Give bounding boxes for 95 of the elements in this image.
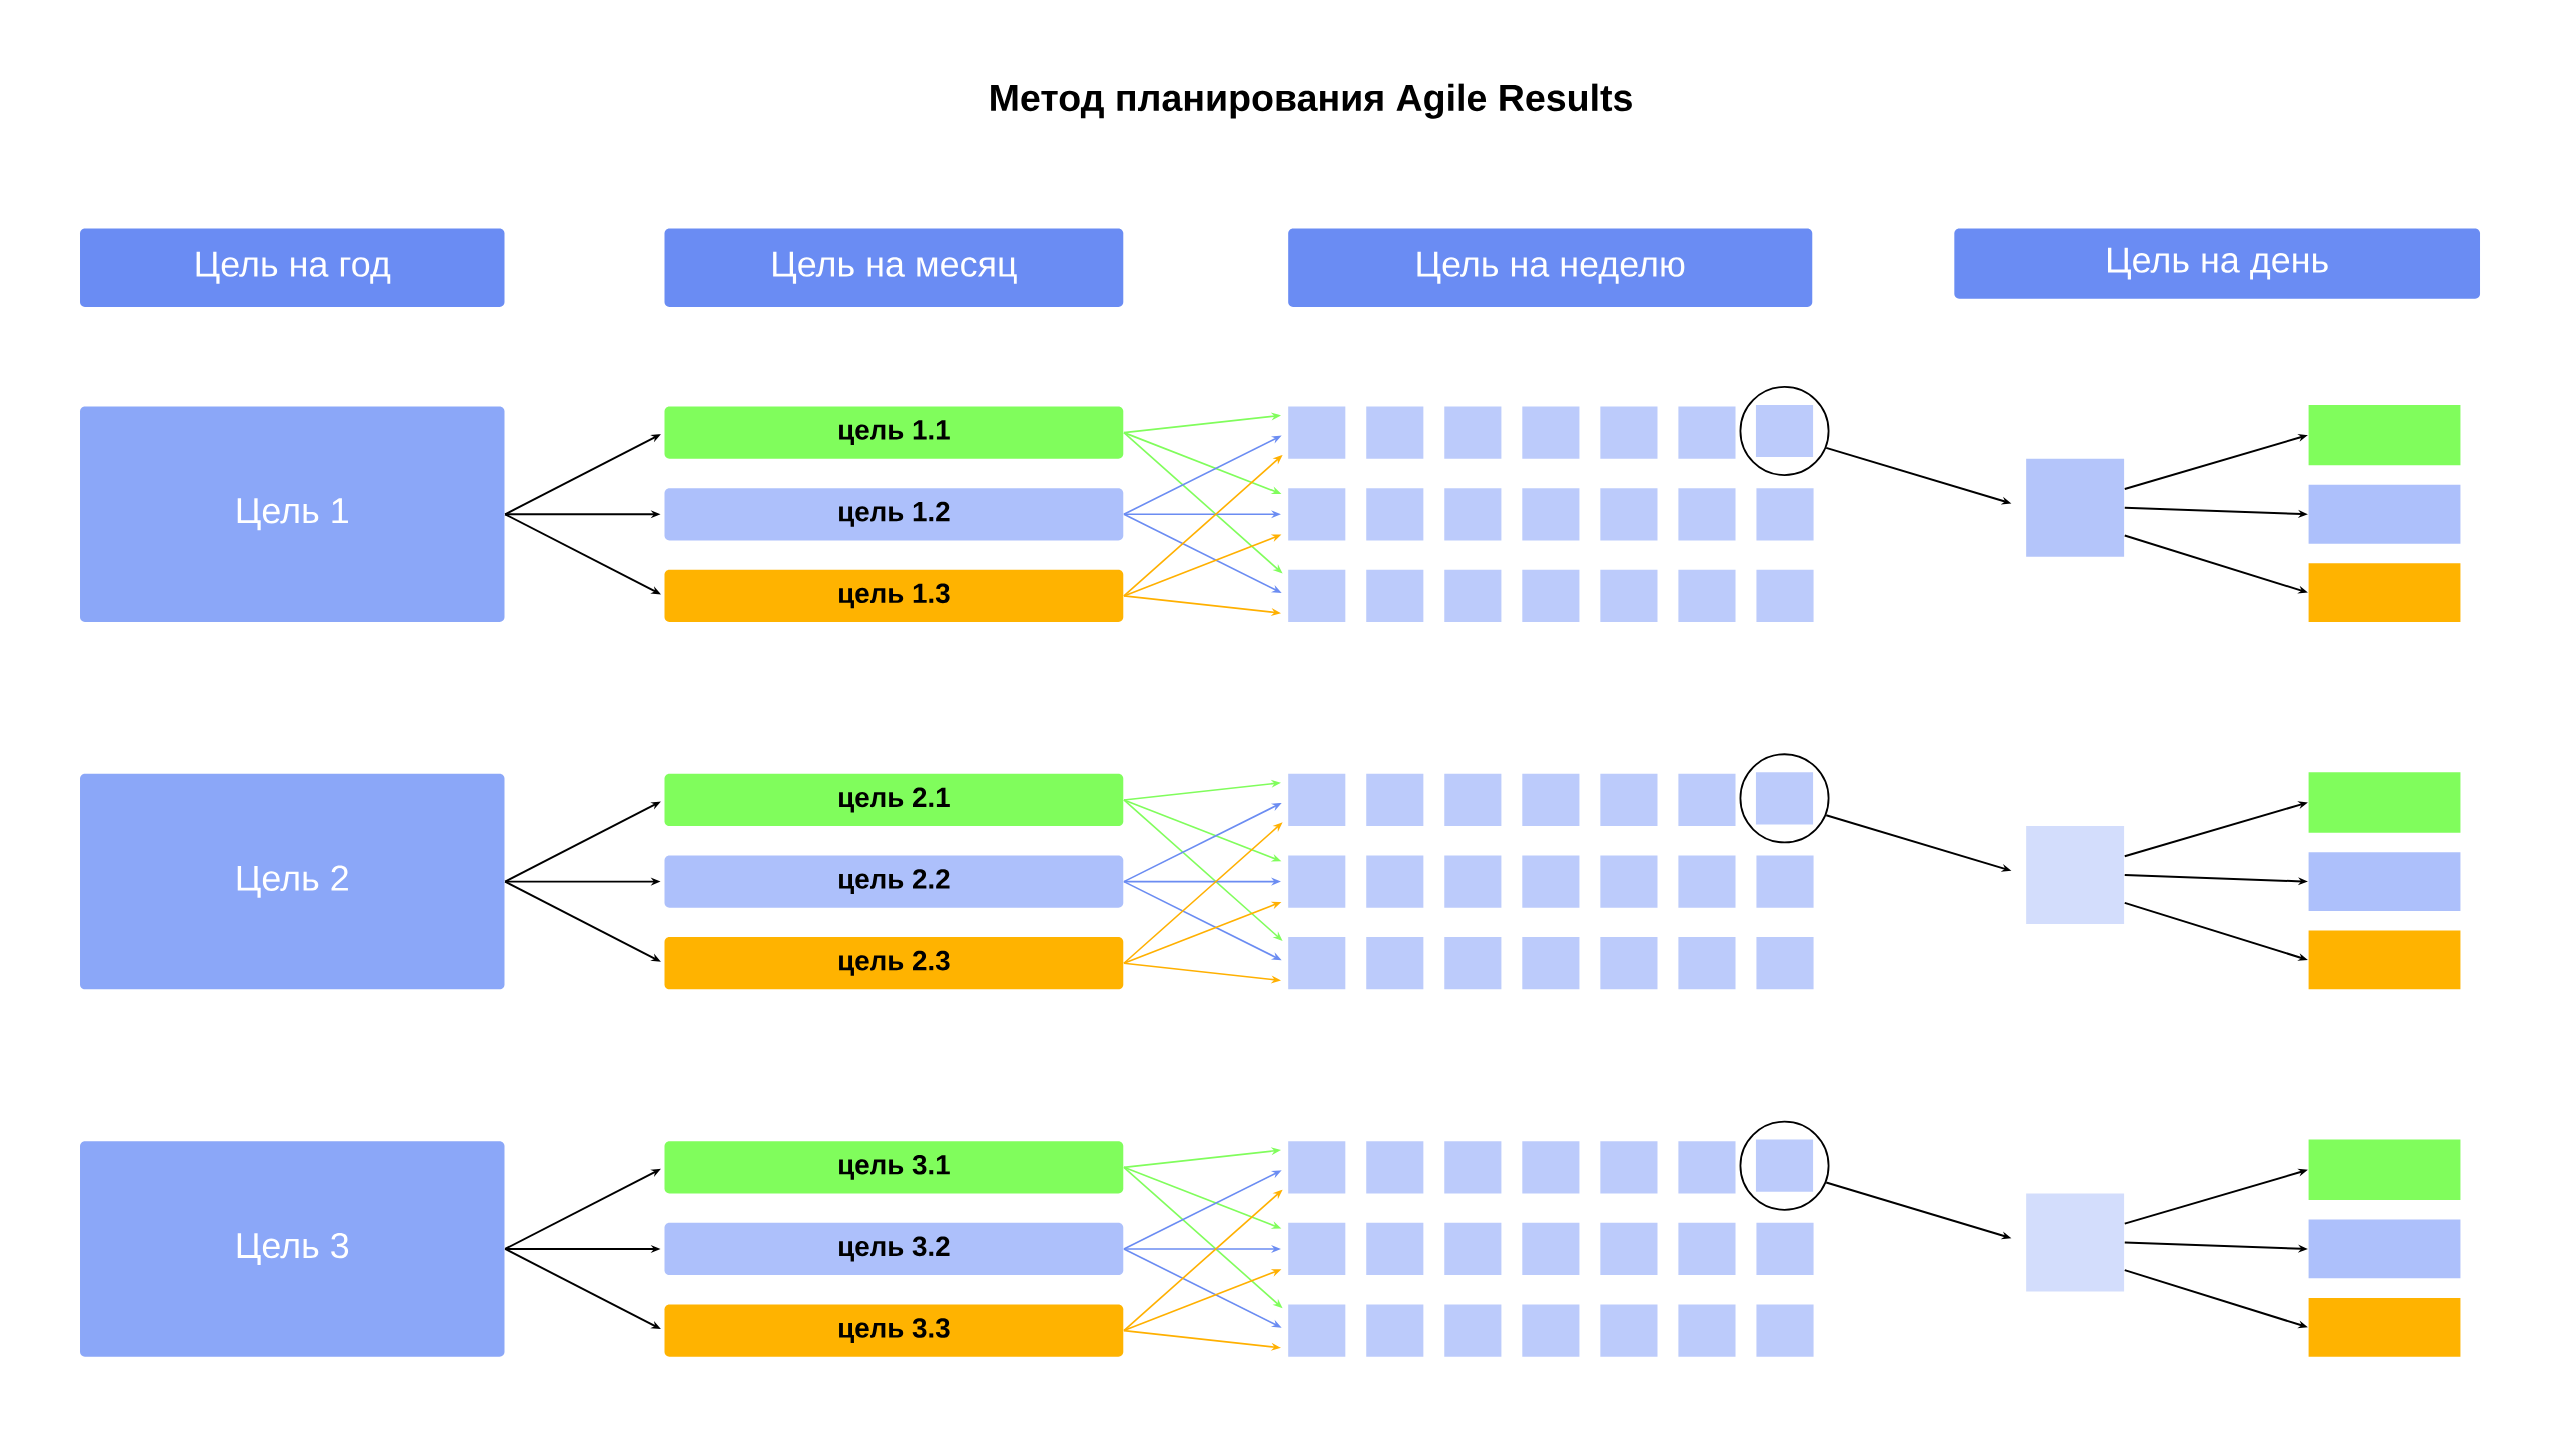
task-square — [1678, 855, 1736, 908]
task-square — [1600, 1304, 1658, 1357]
goal-box: Цель 3 — [80, 1141, 505, 1357]
task-square — [1288, 488, 1346, 541]
task-square — [1444, 1304, 1502, 1357]
task-square — [1288, 855, 1346, 908]
task-bar — [2308, 930, 2461, 990]
subgoal-box: цель 2.2 — [664, 855, 1124, 908]
subgoal-box: цель 2.1 — [664, 773, 1124, 827]
task-bar — [2308, 563, 2461, 622]
task-square — [1755, 1139, 1814, 1192]
task-bar — [2308, 1297, 2461, 1357]
task-square — [1288, 1304, 1346, 1357]
task-square — [1444, 569, 1502, 622]
task-square — [1678, 937, 1736, 990]
task-square — [1366, 488, 1424, 541]
task-square — [1756, 1304, 1814, 1357]
header-box: Цель на год — [80, 228, 505, 307]
task-square — [1288, 937, 1346, 990]
task-square — [1444, 855, 1502, 908]
task-square — [1366, 1304, 1424, 1357]
task-square — [1366, 406, 1424, 459]
task-square — [1366, 855, 1424, 908]
task-square — [1756, 1222, 1814, 1276]
subgoal-box: цель 1.3 — [664, 569, 1124, 622]
task-square — [1522, 569, 1580, 622]
task-square — [1522, 1141, 1580, 1194]
task-bar — [2308, 772, 2461, 833]
header-box: Цель на месяц — [664, 228, 1124, 307]
task-square — [1288, 406, 1346, 459]
task-square — [1755, 772, 1814, 825]
task-square — [1755, 404, 1814, 458]
task-square — [1366, 937, 1424, 990]
task-square — [1600, 1222, 1658, 1276]
task-bar — [2308, 1139, 2461, 1200]
title: Метод планирования Agile Results — [991, 83, 1632, 119]
subgoal-box: цель 3.1 — [664, 1141, 1124, 1194]
task-square — [1288, 569, 1346, 622]
task-square — [1678, 1141, 1736, 1194]
day-square — [2026, 458, 2125, 557]
task-square — [1366, 1222, 1424, 1276]
task-square — [1522, 406, 1580, 459]
task-square — [1522, 937, 1580, 990]
task-square — [1366, 569, 1424, 622]
task-square — [1288, 1141, 1346, 1194]
task-square — [1600, 406, 1658, 459]
task-square — [1756, 855, 1814, 908]
task-square — [1756, 937, 1814, 990]
task-square — [1522, 1222, 1580, 1276]
highlight-circle — [1739, 1120, 1830, 1211]
task-square — [1678, 406, 1736, 459]
header-box: Цель на день — [1954, 228, 2481, 299]
day-square — [2026, 1193, 2125, 1292]
task-square — [1678, 1222, 1736, 1276]
task-square — [1678, 569, 1736, 622]
subgoal-box: цель 3.3 — [664, 1304, 1124, 1357]
task-bar — [2308, 852, 2461, 911]
subgoal-box: цель 2.3 — [664, 937, 1124, 990]
task-square — [1600, 488, 1658, 541]
task-bar — [2308, 484, 2461, 544]
goal-box: Цель 1 — [80, 406, 505, 622]
header-box: Цель на неделю — [1288, 228, 1813, 307]
task-square — [1600, 855, 1658, 908]
subgoal-box: цель 1.2 — [664, 488, 1124, 541]
task-square — [1756, 488, 1814, 541]
task-square — [1444, 488, 1502, 541]
task-square — [1288, 1222, 1346, 1276]
task-square — [1444, 937, 1502, 990]
task-square — [1444, 1141, 1502, 1194]
task-square — [1522, 488, 1580, 541]
task-square — [1444, 1222, 1502, 1276]
task-square — [1366, 1141, 1424, 1194]
task-square — [1522, 773, 1580, 827]
task-square — [1678, 773, 1736, 827]
task-square — [1678, 1304, 1736, 1357]
task-square — [1444, 773, 1502, 827]
task-square — [1678, 488, 1736, 541]
highlight-circle — [1739, 386, 1830, 476]
task-square — [1600, 1141, 1658, 1194]
task-square — [1600, 937, 1658, 990]
task-square — [1522, 855, 1580, 908]
task-bar — [2308, 1219, 2461, 1279]
task-bar — [2308, 404, 2461, 466]
subgoal-box: цель 3.2 — [664, 1222, 1124, 1276]
task-square — [1600, 569, 1658, 622]
highlight-circle — [1739, 753, 1830, 844]
task-square — [1366, 773, 1424, 827]
task-square — [1600, 773, 1658, 827]
day-square — [2026, 826, 2125, 925]
task-square — [1288, 773, 1346, 827]
task-square — [1444, 406, 1502, 459]
goal-box: Цель 2 — [80, 773, 505, 990]
task-square — [1522, 1304, 1580, 1357]
subgoal-box: цель 1.1 — [664, 406, 1124, 459]
task-square — [1756, 569, 1814, 622]
